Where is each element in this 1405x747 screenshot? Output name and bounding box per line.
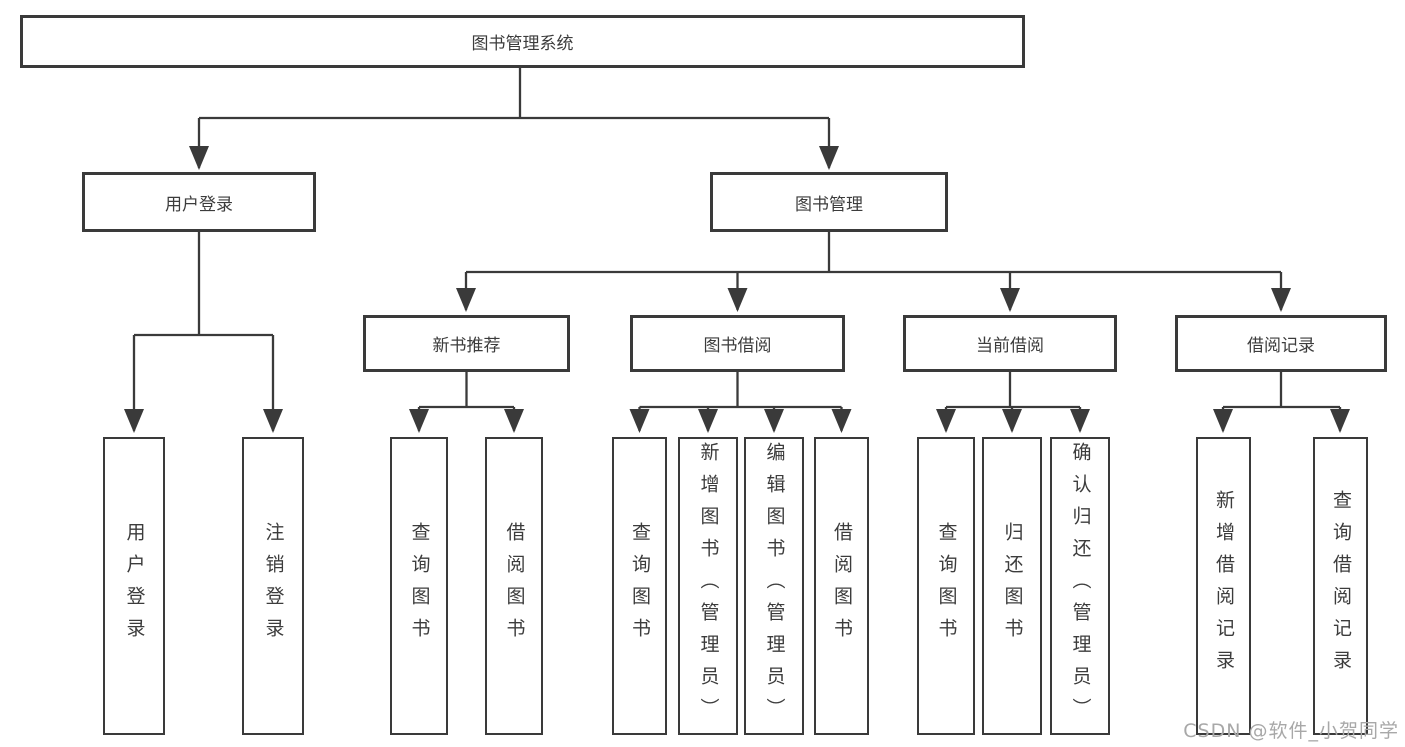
leaf-borrow-query-books: 查询图书 xyxy=(612,437,667,735)
leaf-newbook-borrow-books: 借阅图书 xyxy=(485,437,543,735)
connector-new-book-children xyxy=(409,372,524,433)
leaf-records-query-record-label: 查询借阅记录 xyxy=(1330,490,1352,682)
node-book-management-label: 图书管理 xyxy=(795,194,863,215)
leaf-current-confirm-return-admin-label: 确认归还（管理员） xyxy=(1069,442,1092,730)
leaf-borrow-query-books-label: 查询图书 xyxy=(629,522,651,650)
node-new-book-recommend-label: 新书推荐 xyxy=(432,336,501,356)
node-root-label: 图书管理系统 xyxy=(471,34,574,54)
leaf-borrow-add-books-admin: 新增图书（管理员） xyxy=(678,437,738,735)
leaf-borrow-add-books-admin-label: 新增图书（管理员） xyxy=(697,442,720,730)
connector-current-borrow-children xyxy=(936,372,1090,433)
leaf-borrow-borrow-books: 借阅图书 xyxy=(814,437,869,735)
node-current-borrow-label: 当前借阅 xyxy=(976,336,1044,356)
leaf-records-query-record: 查询借阅记录 xyxy=(1313,437,1368,735)
node-borrow-records: 借阅记录 xyxy=(1175,315,1387,372)
node-root: 图书管理系统 xyxy=(20,15,1025,68)
node-user-login-label: 用户登录 xyxy=(165,194,233,215)
leaf-records-add-record-label: 新增借阅记录 xyxy=(1213,490,1235,682)
csdn-watermark: CSDN @软件_小贺同学 xyxy=(1183,720,1399,742)
leaf-current-query-books-label: 查询图书 xyxy=(935,522,958,650)
connector-root-to-level2 xyxy=(189,68,839,170)
node-borrow-records-label: 借阅记录 xyxy=(1247,336,1315,356)
node-new-book-recommend: 新书推荐 xyxy=(363,315,570,372)
leaf-records-add-record: 新增借阅记录 xyxy=(1196,437,1251,735)
connector-book-management-children xyxy=(456,232,1291,312)
connector-borrow-records-children xyxy=(1213,372,1350,433)
leaf-current-query-books: 查询图书 xyxy=(917,437,975,735)
leaf-newbook-query-books-label: 查询图书 xyxy=(408,522,431,650)
connector-user-login-children xyxy=(124,232,283,433)
node-book-management: 图书管理 xyxy=(710,172,948,232)
leaf-borrow-edit-books-admin-label: 编辑图书（管理员） xyxy=(763,442,786,730)
leaf-current-confirm-return-admin: 确认归还（管理员） xyxy=(1050,437,1110,735)
leaf-current-return-books-label: 归还图书 xyxy=(1001,522,1024,650)
leaf-user-login-label: 用户登录 xyxy=(123,522,146,650)
leaf-logout-label: 注销登录 xyxy=(262,522,285,650)
leaf-borrow-edit-books-admin: 编辑图书（管理员） xyxy=(744,437,804,735)
node-user-login: 用户登录 xyxy=(82,172,316,232)
leaf-newbook-query-books: 查询图书 xyxy=(390,437,448,735)
leaf-current-return-books: 归还图书 xyxy=(982,437,1042,735)
node-book-borrow: 图书借阅 xyxy=(630,315,845,372)
node-current-borrow: 当前借阅 xyxy=(903,315,1117,372)
leaf-logout: 注销登录 xyxy=(242,437,304,735)
leaf-borrow-borrow-books-label: 借阅图书 xyxy=(831,522,853,650)
node-book-borrow-label: 图书借阅 xyxy=(703,336,772,356)
leaf-newbook-borrow-books-label: 借阅图书 xyxy=(503,522,526,650)
leaf-user-login: 用户登录 xyxy=(103,437,165,735)
connector-book-borrow-children xyxy=(629,372,852,433)
